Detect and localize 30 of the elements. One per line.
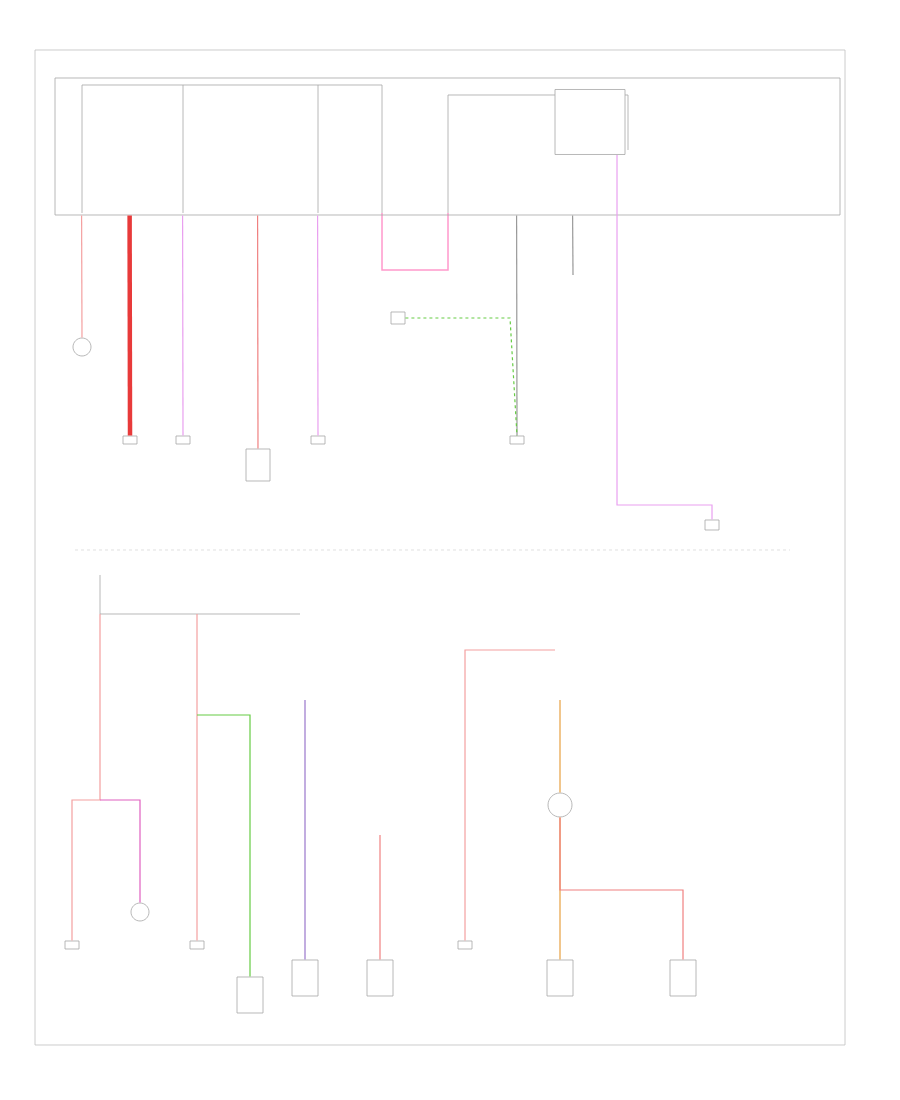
component-box (236, 976, 264, 1014)
fuse-block (54, 77, 841, 216)
wire (379, 834, 381, 961)
wire (196, 613, 198, 942)
connector-pin (457, 940, 473, 950)
component-box (669, 959, 697, 997)
connector-circle (547, 792, 573, 818)
connector-pin (189, 940, 205, 950)
wire (464, 649, 556, 942)
relay-box (554, 89, 626, 155)
wire (304, 699, 306, 961)
connector-pin (122, 435, 138, 445)
wire (71, 613, 101, 942)
ground-terminal (704, 519, 720, 531)
connector-pin (390, 311, 406, 325)
connector-pin (64, 940, 80, 950)
component-box (291, 959, 319, 997)
wire (559, 699, 561, 794)
component-box (366, 959, 394, 997)
connector-pin (509, 435, 525, 445)
component-box (245, 448, 271, 482)
connector-pin (310, 435, 326, 445)
connector-circle (130, 902, 150, 922)
connector-circle (72, 337, 92, 357)
wire (559, 816, 684, 961)
connector-pin (175, 435, 191, 445)
wire (196, 714, 251, 978)
wire (99, 799, 141, 904)
component-box (546, 959, 574, 997)
wire (404, 317, 518, 437)
